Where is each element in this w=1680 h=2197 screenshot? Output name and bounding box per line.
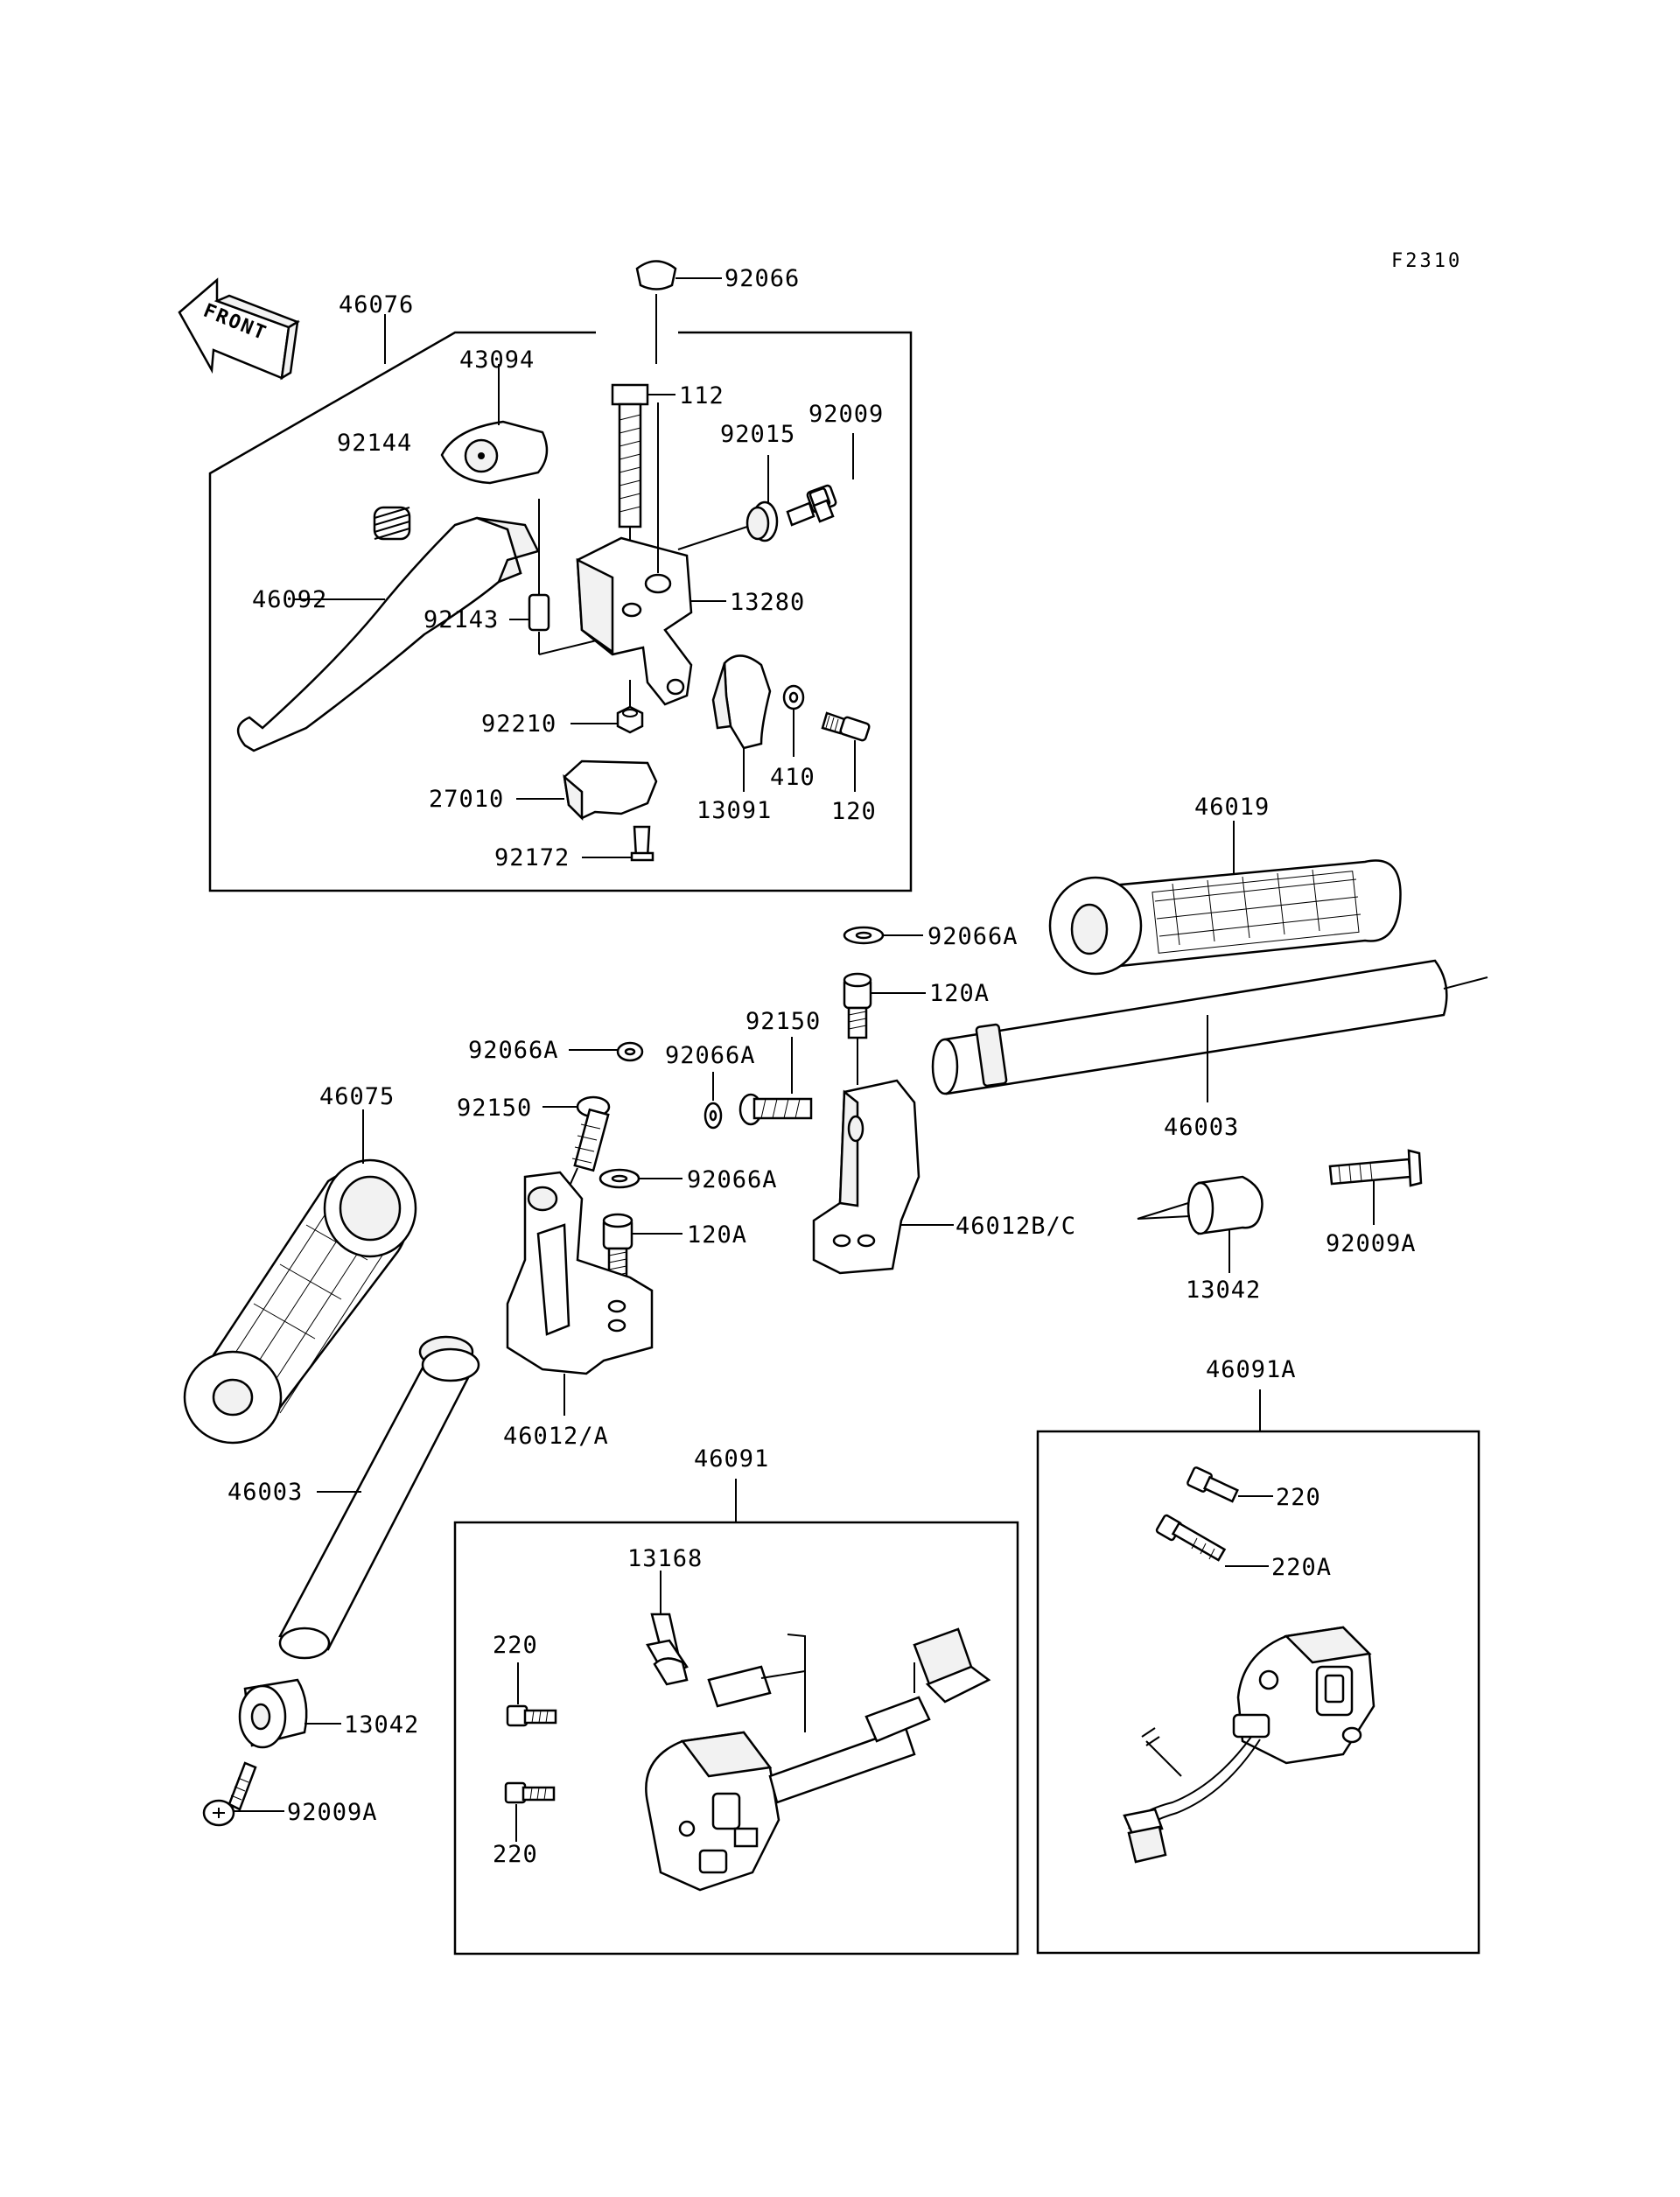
right-switch-group: 46091A 220 220A [1036, 1356, 1480, 1955]
left-holder-group: 92066A 92150 92066A 120A [457, 1037, 778, 1450]
screw-icon [646, 1571, 689, 1686]
right-grip-group: 46019 46003 13042 92009A [931, 794, 1488, 1304]
label-92150-2: 92150 [457, 1095, 532, 1122]
screw-icon [1328, 1149, 1423, 1225]
handlebar-icon [278, 1335, 480, 1660]
label-92009: 92009 [808, 401, 884, 428]
label-46019: 46019 [1194, 794, 1270, 821]
screw-icon [786, 433, 854, 527]
label-46075: 46075 [319, 1083, 395, 1110]
label-220-2: 220 [493, 1841, 538, 1868]
label-46003-left: 46003 [228, 1479, 303, 1506]
bolt-icon [504, 1781, 556, 1842]
label-220A: 220A [1271, 1554, 1332, 1581]
screw-icon [582, 825, 654, 862]
label-13280: 13280 [730, 589, 805, 616]
lever-assembly-group: 46076 92066 43094 92144 46092 [208, 260, 913, 892]
right-switch-frame [1036, 1430, 1480, 1955]
washer-icon [598, 1168, 682, 1189]
label-13042-right: 13042 [1186, 1277, 1261, 1304]
label-13042-left: 13042 [344, 1711, 419, 1739]
spring-icon [373, 506, 411, 541]
grip-icon [183, 1109, 417, 1445]
label-92143: 92143 [424, 606, 499, 633]
washer-icon [782, 684, 805, 757]
label-92066-top: 92066 [724, 265, 800, 292]
cap-icon [635, 260, 722, 364]
bolt-icon [506, 1662, 557, 1727]
diagram-code: F2310 [1391, 250, 1462, 272]
label-120: 120 [831, 798, 877, 825]
left-switch-group: 46091 13168 220 220 [453, 1445, 1019, 1956]
label-220-3: 220 [1276, 1484, 1321, 1511]
switch-housing-icon [645, 1627, 991, 1892]
label-46012BC: 46012B/C [956, 1213, 1076, 1240]
collar-icon [509, 499, 605, 655]
label-46092: 46092 [252, 586, 327, 613]
bolt-icon [738, 1037, 813, 1126]
label-92009A-right: 92009A [1326, 1230, 1417, 1257]
label-92066A-3: 92066A [468, 1037, 559, 1064]
label-92172: 92172 [494, 844, 570, 871]
label-112: 112 [679, 382, 724, 409]
label-92066A-4: 92066A [687, 1166, 778, 1193]
bolt-icon [1155, 1514, 1269, 1567]
label-92015: 92015 [720, 421, 795, 448]
label-410: 410 [770, 764, 816, 791]
lever-perch-icon [576, 402, 753, 706]
label-92066A-1: 92066A [928, 923, 1018, 950]
left-grip-group: 46075 46003 13042 92009A [183, 1083, 480, 1827]
label-92210: 92210 [481, 710, 556, 738]
label-46012A: 46012/A [503, 1423, 609, 1450]
clamp-holder-icon [506, 1171, 654, 1416]
washer-icon [704, 1072, 723, 1130]
bar-end-weight-icon [1137, 1175, 1264, 1273]
label-220-1: 220 [493, 1632, 538, 1659]
bolt-icon [1186, 1466, 1273, 1503]
adjuster-nut-icon [746, 455, 779, 542]
lever-icon [237, 516, 540, 752]
screw-icon [202, 1761, 284, 1827]
lever-assembly-frame [208, 331, 913, 892]
label-120A-1: 120A [929, 980, 990, 1007]
nut-icon [570, 680, 644, 734]
socket-bolt-icon [602, 1213, 682, 1285]
handlebar-icon [931, 959, 1488, 1102]
label-92144: 92144 [337, 430, 412, 457]
front-arrow-icon: FRONT [178, 277, 300, 381]
label-46076: 46076 [339, 291, 414, 318]
label-13091: 13091 [696, 797, 772, 824]
clamp-icon [711, 654, 772, 792]
label-120A-2: 120A [687, 1221, 747, 1249]
switch-housing-icon [1123, 1626, 1376, 1864]
bar-end-weight-icon [238, 1678, 341, 1749]
label-43094: 43094 [459, 346, 535, 374]
label-92009A-left: 92009A [287, 1799, 378, 1826]
label-92066A-2: 92066A [665, 1042, 756, 1069]
label-46091A: 46091A [1206, 1356, 1297, 1383]
washer-icon [843, 926, 923, 945]
label-92150-1: 92150 [746, 1008, 821, 1035]
label-46003-right: 46003 [1164, 1114, 1239, 1141]
right-holder-group: 92066A 120A 92150 92066A [665, 923, 1076, 1275]
washer-icon [569, 1041, 644, 1062]
label-46091: 46091 [694, 1445, 769, 1473]
clamp-holder-icon [812, 1079, 954, 1275]
bolt-icon [611, 383, 676, 595]
bolt-icon [821, 711, 871, 792]
label-27010: 27010 [429, 786, 504, 813]
lever-cover-icon [440, 364, 549, 485]
clutch-switch-icon [516, 759, 658, 822]
socket-bolt-icon [843, 972, 926, 1085]
grip-icon [1048, 821, 1402, 976]
label-13168: 13168 [627, 1545, 703, 1572]
